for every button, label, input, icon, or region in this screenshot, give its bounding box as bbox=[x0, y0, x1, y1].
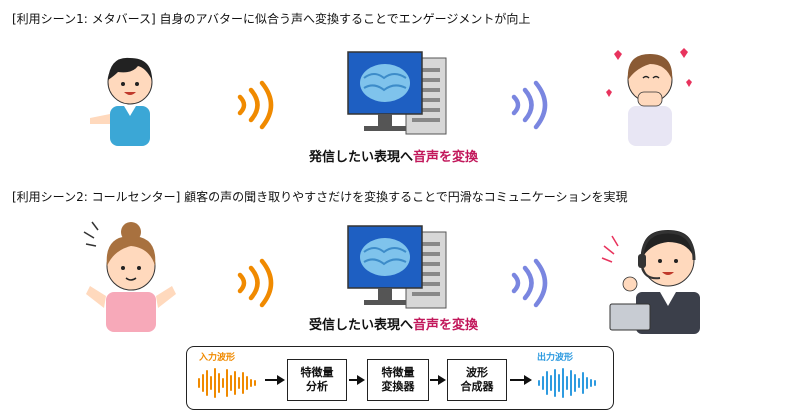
arrow-to-stage1-icon bbox=[265, 375, 285, 385]
scene1-ai-server-icon bbox=[347, 51, 447, 135]
scene1-output-wave-icon bbox=[511, 80, 548, 130]
woman-listener-illustration bbox=[606, 48, 692, 146]
arrow-to-stage2-icon bbox=[349, 375, 365, 385]
feature-converter-box: 特徴量変換器 bbox=[367, 359, 429, 401]
waveform-synthesizer-box: 波形合成器 bbox=[447, 359, 507, 401]
feature-analysis-box: 特徴量分析 bbox=[287, 359, 347, 401]
woman-customer-illustration bbox=[83, 221, 176, 332]
arrow-to-output-icon bbox=[510, 375, 532, 385]
scene1-input-wave-icon bbox=[237, 80, 274, 130]
scene2-input-wave-icon bbox=[237, 258, 274, 308]
scene2-output-wave-icon bbox=[511, 258, 548, 308]
scene2-caption-highlight: 音声を変換 bbox=[413, 318, 479, 333]
call-center-operator-illustration bbox=[601, 230, 700, 334]
output-waveform-icon bbox=[538, 368, 596, 398]
arrow-to-stage3-icon bbox=[430, 375, 446, 385]
scene1-caption-highlight: 音声を変換 bbox=[413, 150, 479, 165]
conversion-pipeline: 入力波形 出力波形 特徴量分析 特徴量変換器 bbox=[186, 346, 614, 410]
input-waveform-icon bbox=[198, 368, 256, 398]
output-waveform-label: 出力波形 bbox=[537, 353, 574, 363]
scene1-caption: 発信したい表現へ音声を変換 bbox=[309, 150, 479, 165]
scene2-caption: 受信したい表現へ音声を変換 bbox=[309, 318, 479, 333]
input-waveform-label: 入力波形 bbox=[199, 353, 236, 363]
scene1-title: [利用シーン1: メタバース] 自身のアバターに似合う声へ変換することでエンゲー… bbox=[12, 12, 531, 26]
boy-speaker-illustration bbox=[90, 57, 153, 146]
scene2-title: [利用シーン2: コールセンター] 顧客の声の聞き取りやすさだけを変換することで… bbox=[12, 190, 628, 204]
scene2-ai-server-icon bbox=[347, 225, 447, 309]
